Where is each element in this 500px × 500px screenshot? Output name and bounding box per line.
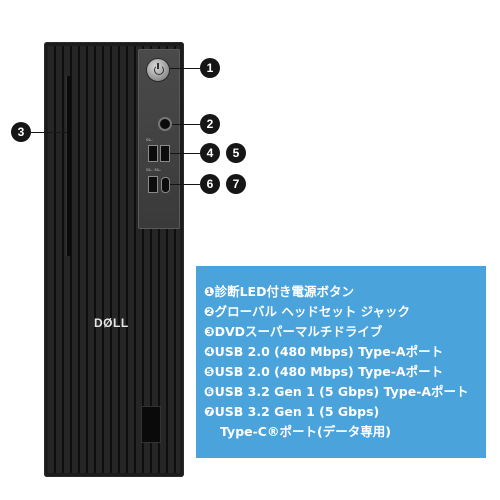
dell-logo: DØLL [94,316,129,330]
leader-line-3 [31,132,67,133]
legend-item-number: ❸ [204,324,215,339]
legend-item-text: USB 2.0 (480 Mbps) Type-Aポート [214,364,444,379]
legend-item-2: ❷グローバル ヘッドセット ジャック [204,302,469,322]
usb-3-a-port [148,176,158,193]
legend-item-text: Type-C®ポート(データ専用) [220,424,391,439]
legend-item-3: ❸DVDスーパーマルチドライブ [204,322,469,342]
legend-item-7-continued: Type-C®ポート(データ専用) [204,422,469,442]
usb-a-port-right [160,145,170,162]
legend-item-text: USB 2.0 (480 Mbps) Type-Aポート [214,344,444,359]
legend-list: ❶診断LED付き電源ボタン ❷グローバル ヘッドセット ジャック ❸DVDスーパ… [204,282,469,442]
usb-c-port [161,177,170,193]
usb-a-port-label: SS⟵ [146,138,153,142]
legend-item-6: ❻USB 3.2 Gen 1 (5 Gbps) Type-Aポート [204,382,469,402]
legend-item-1: ❶診断LED付き電源ボタン [204,282,469,302]
callout-4: 4 [200,143,220,163]
legend-item-text: 診断LED付き電源ボタン [214,284,354,299]
dvd-drive-slot [66,76,71,256]
legend-panel: ❶診断LED付き電源ボタン ❷グローバル ヘッドセット ジャック ❸DVDスーパ… [196,266,486,458]
legend-item-text: グローバル ヘッドセット ジャック [214,304,411,319]
usb-a-port-left [148,145,158,162]
leader-line-4 [170,153,200,154]
usb-c-port-label: SS⟵ SS⟵ [146,168,161,172]
legend-item-text: USB 3.2 Gen 1 (5 Gbps) Type-Aポート [214,384,469,399]
legend-item-7: ❼USB 3.2 Gen 1 (5 Gbps) [204,402,469,422]
legend-item-number: ❼ [204,404,215,419]
callout-7: 7 [226,174,246,194]
headset-jack [158,117,172,131]
legend-item-number: ❹ [204,344,215,359]
leader-line-6 [170,184,200,185]
callout-6: 6 [200,174,220,194]
leader-line-2 [172,124,200,125]
legend-item-number: ❺ [204,364,215,379]
legend-item-4: ❹USB 2.0 (480 Mbps) Type-Aポート [204,342,469,362]
legend-item-number: ❷ [204,304,215,319]
legend-item-5: ❺USB 2.0 (480 Mbps) Type-Aポート [204,362,469,382]
callout-3: 3 [11,122,31,142]
legend-item-number: ❻ [204,384,215,399]
legend-item-number: ❶ [204,284,215,299]
callout-5: 5 [226,143,246,163]
legend-item-text: USB 3.2 Gen 1 (5 Gbps) [214,404,380,419]
callout-2: 2 [200,114,220,134]
leader-line-1 [170,68,200,69]
bottom-vent [141,406,161,443]
legend-item-text: DVDスーパーマルチドライブ [214,324,383,339]
power-icon [146,58,170,82]
callout-1: 1 [200,58,220,78]
